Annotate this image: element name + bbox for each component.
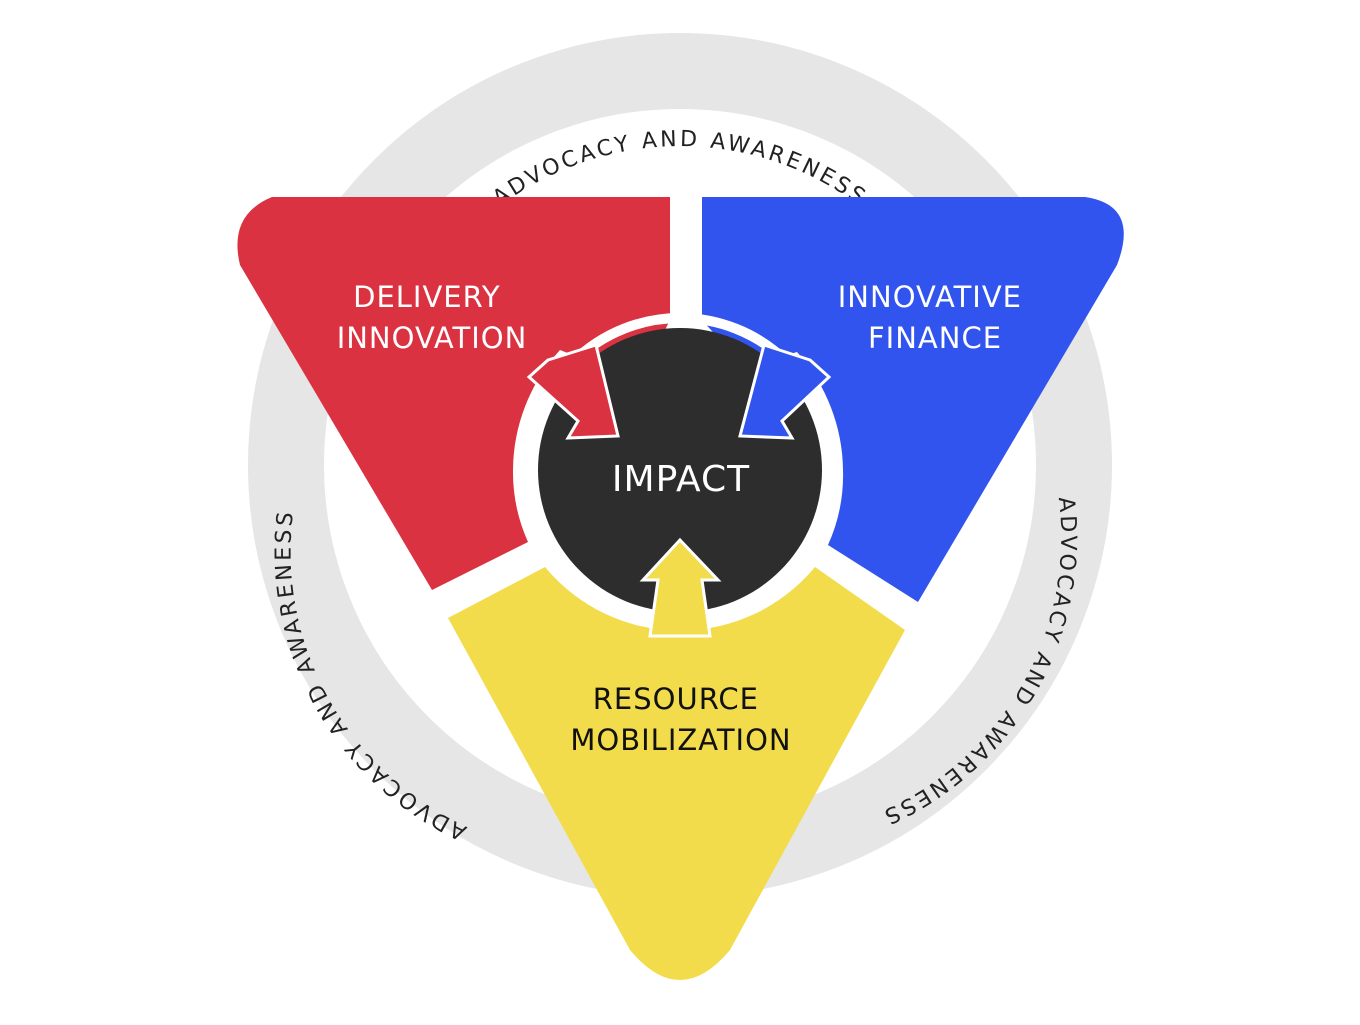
resource-mobilization-segment xyxy=(448,567,905,980)
innovative-finance-segment xyxy=(702,197,1124,602)
delivery-innovation-label: DELIVERY INNOVATION xyxy=(337,280,528,355)
resource-mobilization-label: RESOURCE MOBILIZATION xyxy=(570,682,791,757)
impact-label: IMPACT xyxy=(612,459,750,500)
finance-arrow-icon xyxy=(738,343,832,440)
delivery-innovation-segment xyxy=(237,197,670,590)
delivery-arrow-icon xyxy=(526,343,620,440)
resource-arrow-icon xyxy=(639,537,722,638)
innovative-finance-label: INNOVATIVE FINANCE xyxy=(838,280,1032,355)
